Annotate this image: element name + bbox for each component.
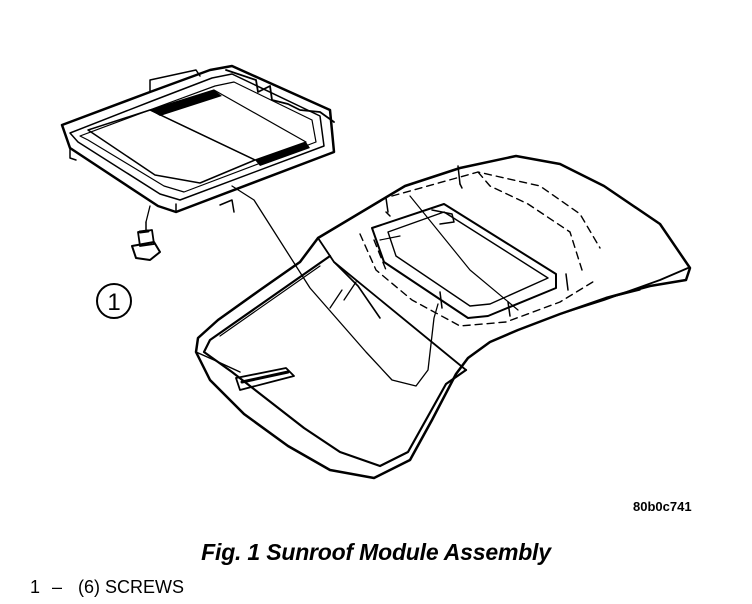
legend-number: 1 bbox=[30, 577, 41, 597]
vehicle-body bbox=[194, 154, 692, 480]
legend-separator: – bbox=[52, 577, 63, 597]
alignment-leaders bbox=[231, 185, 439, 387]
sunroof-module-diagram: 1 bbox=[60, 64, 692, 480]
legend-item: 1–(6) SCREWS bbox=[30, 577, 184, 598]
sunroof-opening bbox=[371, 203, 557, 319]
screw bbox=[131, 221, 161, 261]
sunroof-module bbox=[60, 64, 336, 214]
legend-text: (6) SCREWS bbox=[78, 577, 185, 597]
dashed-mounting-lines bbox=[359, 171, 601, 327]
callout-number: 1 bbox=[107, 289, 120, 316]
figure-reference-code: 80b0c741 bbox=[633, 499, 692, 514]
callout-1 bbox=[96, 283, 132, 319]
screw-locations bbox=[385, 165, 569, 317]
figure-caption: Fig. 1 Sunroof Module Assembly bbox=[201, 539, 551, 565]
screw-leader bbox=[145, 205, 151, 223]
